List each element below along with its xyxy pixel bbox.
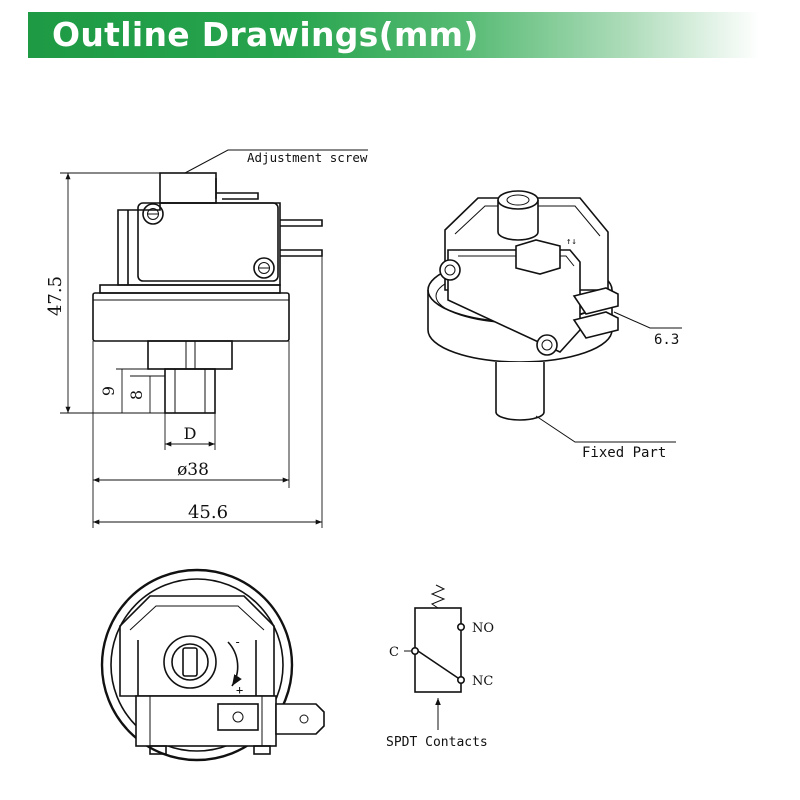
svg-text:↑↓: ↑↓: [566, 237, 577, 247]
terminal-size-label: 6.3: [654, 332, 679, 348]
screw-top-left: [142, 203, 164, 225]
base-plate: [99, 284, 281, 294]
adjustment-screw-label: Adjustment screw: [247, 150, 368, 165]
body-diameter-label: ø38: [177, 460, 209, 480]
top-view-adjust-knob: [163, 635, 217, 689]
c-label: C: [389, 645, 399, 660]
thread-dimension-label: D: [184, 424, 197, 443]
spdt-caption: SPDT Contacts: [386, 735, 488, 750]
iso-screw-boss: [497, 200, 539, 241]
top-view-drawing: - +: [100, 568, 325, 762]
nc-label: NC: [472, 674, 493, 689]
iso-terminal-top: [515, 239, 561, 275]
svg-text:+: +: [236, 683, 243, 697]
title-banner: [28, 12, 760, 58]
iso-terminal-lower: [572, 311, 619, 339]
no-label: NO: [472, 621, 494, 636]
screw-bottom-right: [253, 257, 275, 279]
switch-lever: [417, 650, 459, 679]
microswitch-body: [137, 202, 279, 282]
svg-text:-: -: [234, 635, 241, 649]
top-view-outer-ring: [100, 568, 294, 762]
iso-screw-left: [439, 259, 461, 281]
iso-fixed-part: [495, 362, 545, 421]
lower-neck: [147, 340, 233, 370]
top-view-frame: [119, 595, 275, 697]
adjustment-screw-leader: [184, 149, 368, 174]
spdt-schematic: [404, 584, 465, 730]
terminal-top: [216, 192, 259, 200]
pressure-fitting: [164, 368, 216, 414]
height-dimension-label: 47.5: [45, 276, 66, 316]
spring-symbol: [430, 584, 446, 609]
dimension-eight-label: 8: [127, 390, 146, 400]
c-contact-dot: [410, 646, 419, 655]
iso-terminal-upper: [572, 287, 619, 315]
iso-screw-right: [536, 334, 558, 356]
schematic-box: [414, 607, 462, 693]
fixed-part-leader: [535, 415, 676, 443]
dimension-nine-label: 9: [99, 386, 118, 396]
side-view-drawing: [60, 149, 368, 528]
isometric-view-drawing: ↑↓: [427, 190, 682, 443]
no-contact-dot: [456, 622, 465, 631]
nc-contact-dot: [456, 675, 465, 684]
adjust-arrow-icon: [227, 641, 242, 687]
adjustment-screw-cap: [159, 172, 217, 204]
page-title: Outline Drawings(mm): [52, 15, 479, 54]
overall-width-label: 45.6: [188, 502, 228, 523]
terminal-low: [280, 249, 323, 257]
terminal-mid: [280, 219, 323, 227]
top-view-screw-pad: [217, 703, 259, 731]
terminal-leader: [613, 311, 682, 329]
fixed-part-label: Fixed Part: [582, 445, 666, 461]
